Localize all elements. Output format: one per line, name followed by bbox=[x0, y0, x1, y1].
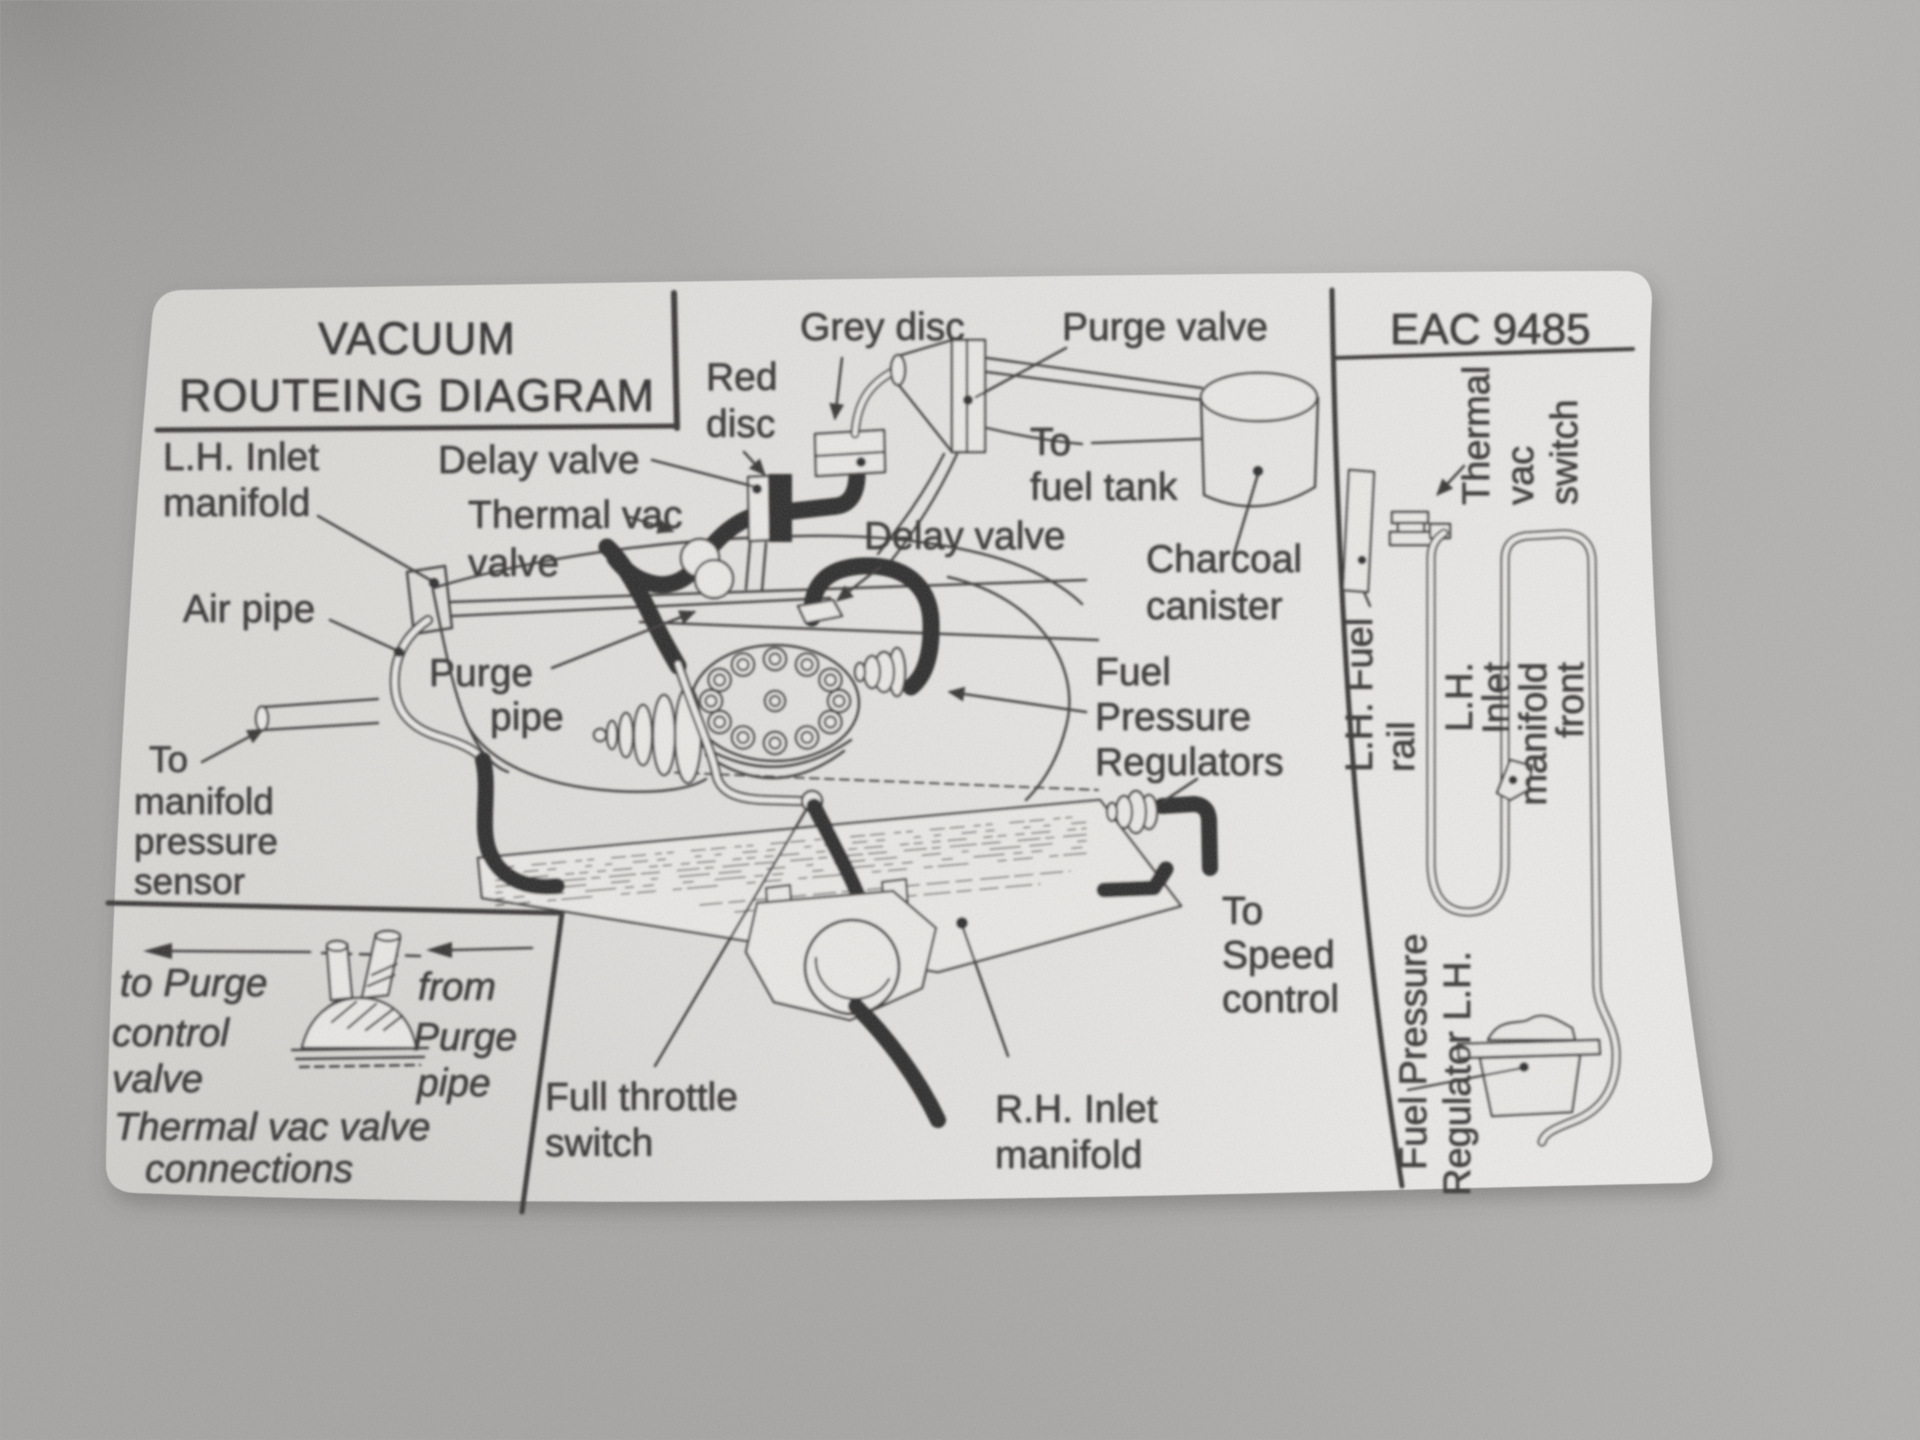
scene-svg: VACUUM ROUTEING DIAGRAM EAC 9485 bbox=[0, 0, 1920, 1440]
photo-of-vacuum-routing-decal: VACUUM ROUTEING DIAGRAM EAC 9485 bbox=[0, 0, 1920, 1440]
film-grain bbox=[0, 0, 1920, 1440]
